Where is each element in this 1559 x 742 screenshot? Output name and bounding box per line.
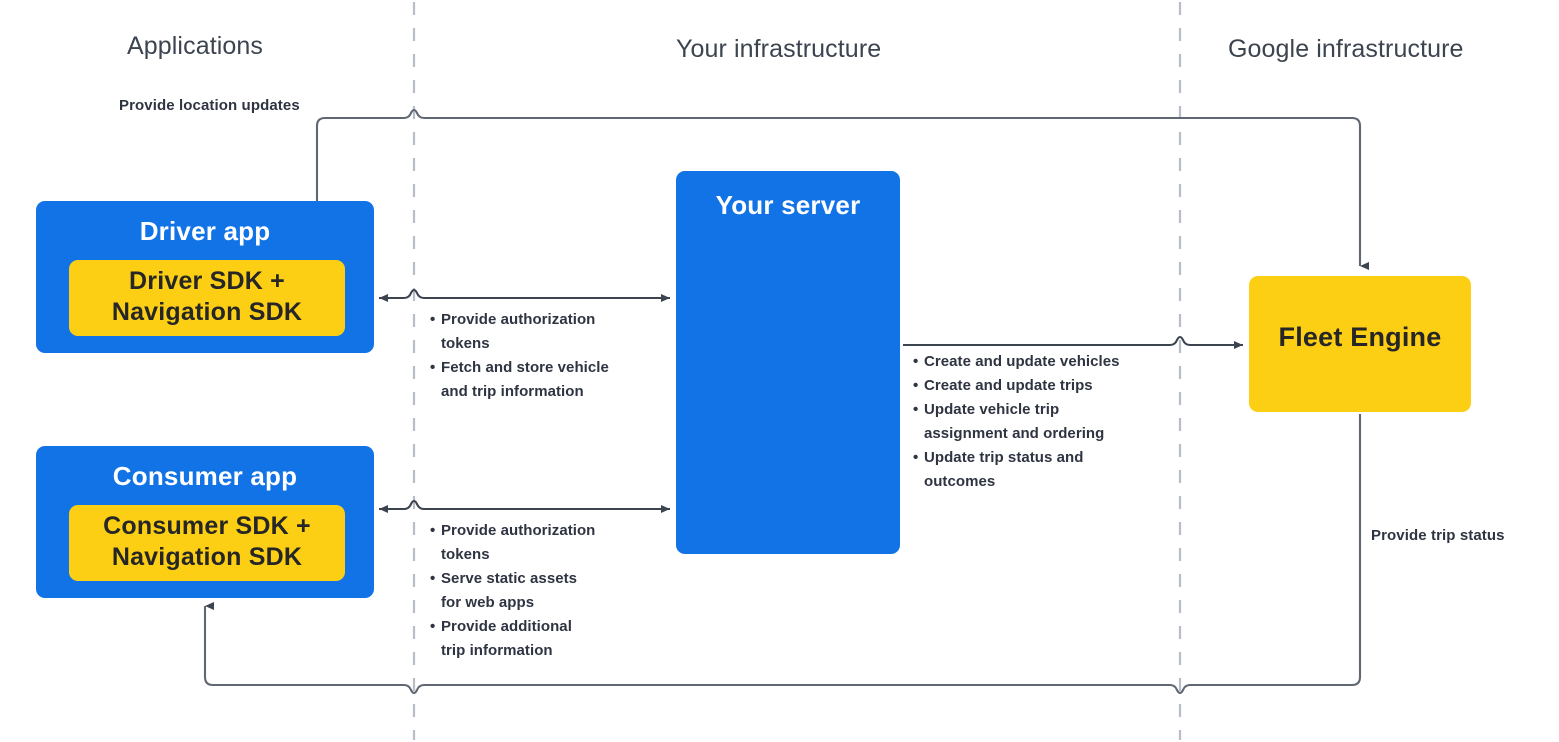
- bullet-line: outcomes: [924, 473, 996, 490]
- bullet-line: Fetch and store vehicle: [441, 359, 609, 376]
- zone-header-your-infrastructure: Your infrastructure: [676, 35, 882, 63]
- node-driver-sdk-label: Driver SDK + Navigation SDK: [69, 266, 345, 328]
- list-item: Create and update vehicles: [913, 350, 1163, 374]
- edge-label-location-updates: Provide location updates: [119, 97, 300, 114]
- node-your-server[interactable]: Your server: [676, 171, 900, 554]
- node-consumer-sdk[interactable]: Consumer SDK + Navigation SDK: [69, 505, 345, 581]
- bullet-line: Update trip status and: [924, 449, 1084, 466]
- edge-bullets-consumer-server: Provide authorization tokens Serve stati…: [430, 519, 660, 663]
- bullet-line: tokens: [441, 335, 490, 352]
- zone-header-google-infrastructure: Google infrastructure: [1228, 35, 1464, 63]
- list-item: Fetch and store vehicle and trip informa…: [430, 356, 660, 404]
- bullet-line: Provide authorization: [441, 522, 596, 539]
- bullet-line: Create and update trips: [924, 377, 1093, 394]
- bullet-line: Create and update vehicles: [924, 353, 1120, 370]
- bullet-line: Serve static assets: [441, 570, 578, 587]
- list-item: Update trip status and outcomes: [913, 446, 1163, 494]
- node-consumer-sdk-label: Consumer SDK + Navigation SDK: [69, 511, 345, 573]
- bullet-line: Provide additional: [441, 618, 572, 635]
- connector-consumer-server: [379, 499, 670, 513]
- node-fleet-engine-title: Fleet Engine: [1278, 322, 1442, 352]
- list-item: Update vehicle trip assignment and order…: [913, 398, 1163, 446]
- node-consumer-sdk-label-line1: Consumer SDK +: [103, 512, 311, 540]
- node-your-server-title: Your server: [715, 190, 861, 220]
- bullet-line: trip information: [441, 642, 553, 659]
- bullet-line: Provide authorization: [441, 311, 596, 328]
- edge-bullets-driver-server: Provide authorization tokens Fetch and s…: [430, 308, 660, 404]
- list-item: Provide authorization tokens: [430, 308, 660, 356]
- connector-server-fleetengine: [903, 335, 1243, 349]
- bullet-line: tokens: [441, 546, 490, 563]
- bullet-line: Update vehicle trip: [924, 401, 1060, 418]
- list-item: Serve static assets for web apps: [430, 567, 660, 615]
- bullet-line: assignment and ordering: [924, 425, 1105, 442]
- node-driver-sdk-label-line1: Driver SDK +: [129, 267, 285, 295]
- list-item: Provide additional trip information: [430, 615, 660, 663]
- node-driver-sdk-label-line2: Navigation SDK: [111, 298, 303, 326]
- node-fleet-engine[interactable]: Fleet Engine: [1249, 276, 1471, 412]
- node-driver-app-title: Driver app: [139, 216, 271, 246]
- bullet-line: for web apps: [441, 594, 535, 611]
- zone-header-applications: Applications: [127, 32, 264, 60]
- edge-label-trip-status: Provide trip status: [1371, 527, 1505, 544]
- node-consumer-sdk-label-line2: Navigation SDK: [111, 543, 303, 571]
- connector-driver-server: [379, 288, 670, 302]
- list-item: Provide authorization tokens: [430, 519, 660, 567]
- bullet-line: and trip information: [441, 383, 584, 400]
- node-consumer-app-title: Consumer app: [112, 461, 298, 491]
- edge-bullets-server-fleetengine: Create and update vehicles Create and up…: [913, 350, 1163, 494]
- list-item: Create and update trips: [913, 374, 1163, 398]
- node-driver-sdk[interactable]: Driver SDK + Navigation SDK: [69, 260, 345, 336]
